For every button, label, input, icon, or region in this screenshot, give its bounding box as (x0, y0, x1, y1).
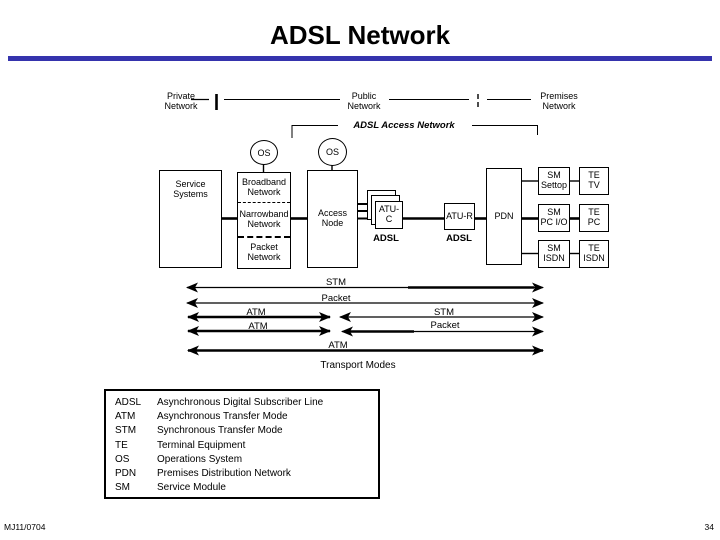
glossary-table: ADSL Asynchronous Digital Subscriber Lin… (104, 389, 380, 499)
atu-r-label: ATU-R (446, 210, 473, 221)
sm-settop-box: SM Settop (538, 167, 570, 195)
broadband-network-label: Broadband Network (241, 176, 287, 197)
title-rule (8, 56, 712, 61)
broadband-network-section: Broadband Network (238, 173, 290, 202)
packet-network-section: Packet Network (238, 236, 290, 268)
os-circle-2: OS (318, 138, 347, 166)
networks-box: Broadband Network Narrowband Network Pac… (237, 172, 291, 269)
packet-full-label: Packet (321, 293, 351, 304)
te-tv-box: TE TV (579, 167, 609, 195)
stm-full-label: STM (325, 277, 347, 288)
glossary-abbr: SM (115, 482, 130, 494)
service-systems-box: Service Systems (159, 170, 222, 268)
private-network-label: Private Network (164, 91, 198, 111)
access-node-box: Access Node (307, 170, 358, 268)
pdn-branch-lines (522, 180, 579, 255)
glossary-definition: Premises Distribution Network (157, 468, 291, 480)
atm-left2-label: ATM (248, 321, 268, 332)
sm-isdn-box: SM ISDN (538, 240, 570, 268)
glossary-definition: Operations System (157, 453, 243, 465)
glossary-definition: Synchronous Transfer Mode (157, 425, 283, 437)
os-label-1: OS (257, 147, 271, 158)
access-network-bracket (291, 125, 538, 138)
service-systems-label: Service Systems (173, 179, 208, 199)
atu-r-box: ATU-R (444, 203, 475, 230)
os-label-2: OS (325, 147, 339, 157)
glossary-abbr: ADSL (115, 396, 142, 408)
glossary-row: OS Operations System (115, 452, 378, 466)
sm-pcio-label: SM PC I/O (540, 207, 568, 227)
atm-full-label: ATM (328, 340, 348, 351)
glossary-definition: Service Module (157, 482, 226, 494)
adsl-tag-left: ADSL (373, 233, 399, 244)
sm-pcio-box: SM PC I/O (538, 204, 570, 232)
atu-c-box: ATU-C (375, 201, 403, 229)
glossary-row: PDN Premises Distribution Network (115, 466, 378, 480)
premises-network-label: Premises Network (540, 91, 578, 111)
sm-isdn-label: SM ISDN (543, 243, 565, 263)
narrowband-network-label: Narrowband Network (239, 208, 289, 229)
adsl-access-network-label: ADSL Access Network (353, 120, 455, 131)
page-title: ADSL Network (269, 20, 451, 50)
top-separator-lines (191, 94, 531, 110)
access-node-label: Access Node (317, 208, 347, 228)
glossary-row: ATM Asynchronous Transfer Mode (115, 409, 378, 423)
glossary-definition: Asynchronous Digital Subscriber Line (157, 396, 324, 408)
narrowband-network-section: Narrowband Network (238, 202, 290, 236)
os-circle-1: OS (250, 140, 278, 165)
glossary-row: ADSL Asynchronous Digital Subscriber Lin… (115, 395, 378, 409)
transport-modes-caption: Transport Modes (320, 360, 396, 371)
glossary-definition: Asynchronous Transfer Mode (157, 410, 288, 422)
footer-doc-id: MJ11/0704 (4, 522, 46, 532)
footer-page-number: 34 (704, 522, 714, 532)
public-network-label: Public Network (347, 91, 381, 111)
te-isdn-box: TE ISDN (579, 240, 609, 268)
te-tv-label: TE TV (588, 170, 600, 190)
packet-network-label: Packet Network (247, 242, 281, 262)
te-isdn-label: TE ISDN (583, 243, 605, 263)
sm-settop-label: SM Settop (540, 170, 568, 190)
glossary-row: SM Service Module (115, 481, 378, 495)
atm-left1-label: ATM (246, 307, 266, 318)
glossary-abbr: ATM (115, 410, 136, 422)
pdn-label: PDN (494, 210, 514, 221)
stm-right-label: STM (433, 307, 455, 318)
glossary-row: TE Terminal Equipment (115, 438, 378, 452)
packet-right-label: Packet (430, 320, 460, 331)
atu-c-label: ATU-C (378, 204, 400, 224)
glossary-abbr: OS (115, 453, 130, 465)
glossary-definition: Terminal Equipment (157, 439, 246, 451)
transport-arrows (186, 282, 544, 356)
pdn-box: PDN (486, 168, 522, 265)
glossary-row: STM Synchronous Transfer Mode (115, 424, 378, 438)
te-pc-label: TE PC (587, 207, 601, 227)
te-pc-box: TE PC (579, 204, 609, 232)
adsl-tag-right: ADSL (446, 233, 472, 244)
glossary-abbr: TE (115, 439, 128, 451)
glossary-abbr: STM (115, 425, 137, 437)
glossary-abbr: PDN (115, 468, 137, 480)
